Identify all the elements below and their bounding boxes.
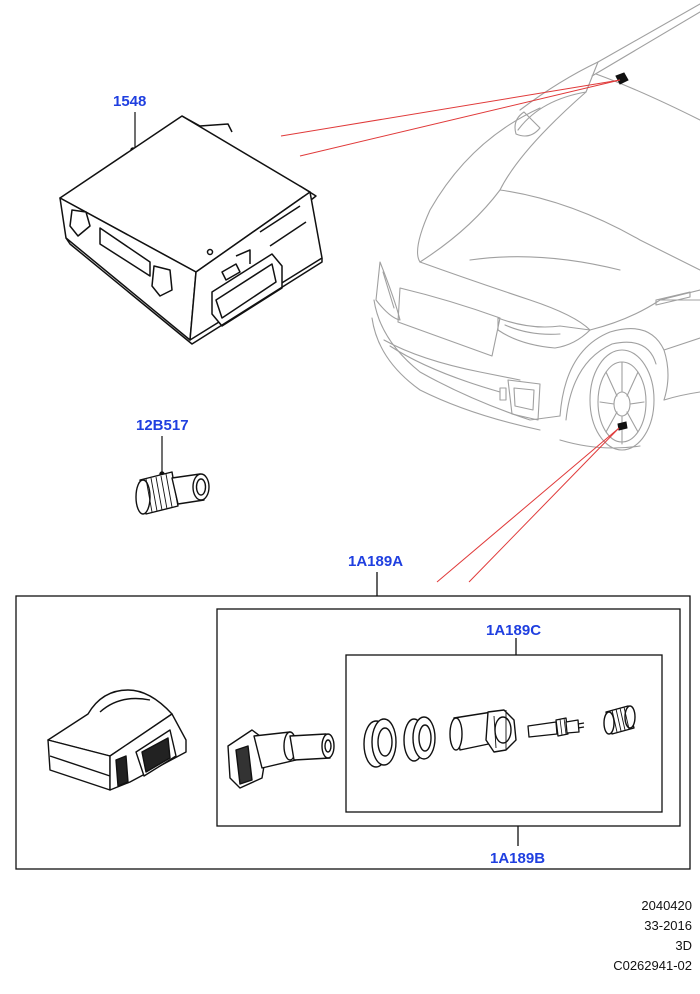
reference-block: 2040420 33-2016 3D C0262941-02	[613, 896, 692, 976]
reference-line-2: 33-2016	[644, 918, 692, 933]
reference-line-1: 2040420	[641, 898, 692, 913]
valve-core-icon	[527, 717, 585, 738]
kit-frames	[15, 572, 691, 870]
part-label-1548[interactable]: 1548	[113, 93, 147, 110]
vehicle-icon	[371, 3, 700, 451]
part-label-1a189b[interactable]: 1A189B	[490, 850, 546, 867]
valve-kit-frame	[216, 608, 681, 827]
part-label-1a189c[interactable]: 1A189C	[486, 622, 542, 639]
hardware-kit-frame	[345, 654, 663, 813]
reference-line-3: 3D	[675, 938, 692, 953]
windshield-sensor-icon	[615, 72, 629, 85]
valve-stem-icon	[227, 729, 335, 789]
grommet-icon	[403, 716, 436, 762]
leader-lines	[280, 79, 621, 583]
tpms-sensor-icon	[47, 689, 187, 791]
valve-adapter-icon	[135, 436, 210, 515]
reference-line-4: C0262941-02	[613, 958, 692, 973]
tpms-module-icon	[59, 112, 323, 345]
nut-icon	[449, 709, 517, 753]
seal-ring-icon	[363, 718, 397, 768]
valve-cap-icon	[603, 705, 636, 735]
part-label-12b517[interactable]: 12B517	[136, 417, 189, 434]
wheel-sensor-icon	[617, 421, 628, 431]
sensor-kit-frame	[15, 595, 691, 870]
part-label-1a189a[interactable]: 1A189A	[348, 553, 404, 570]
